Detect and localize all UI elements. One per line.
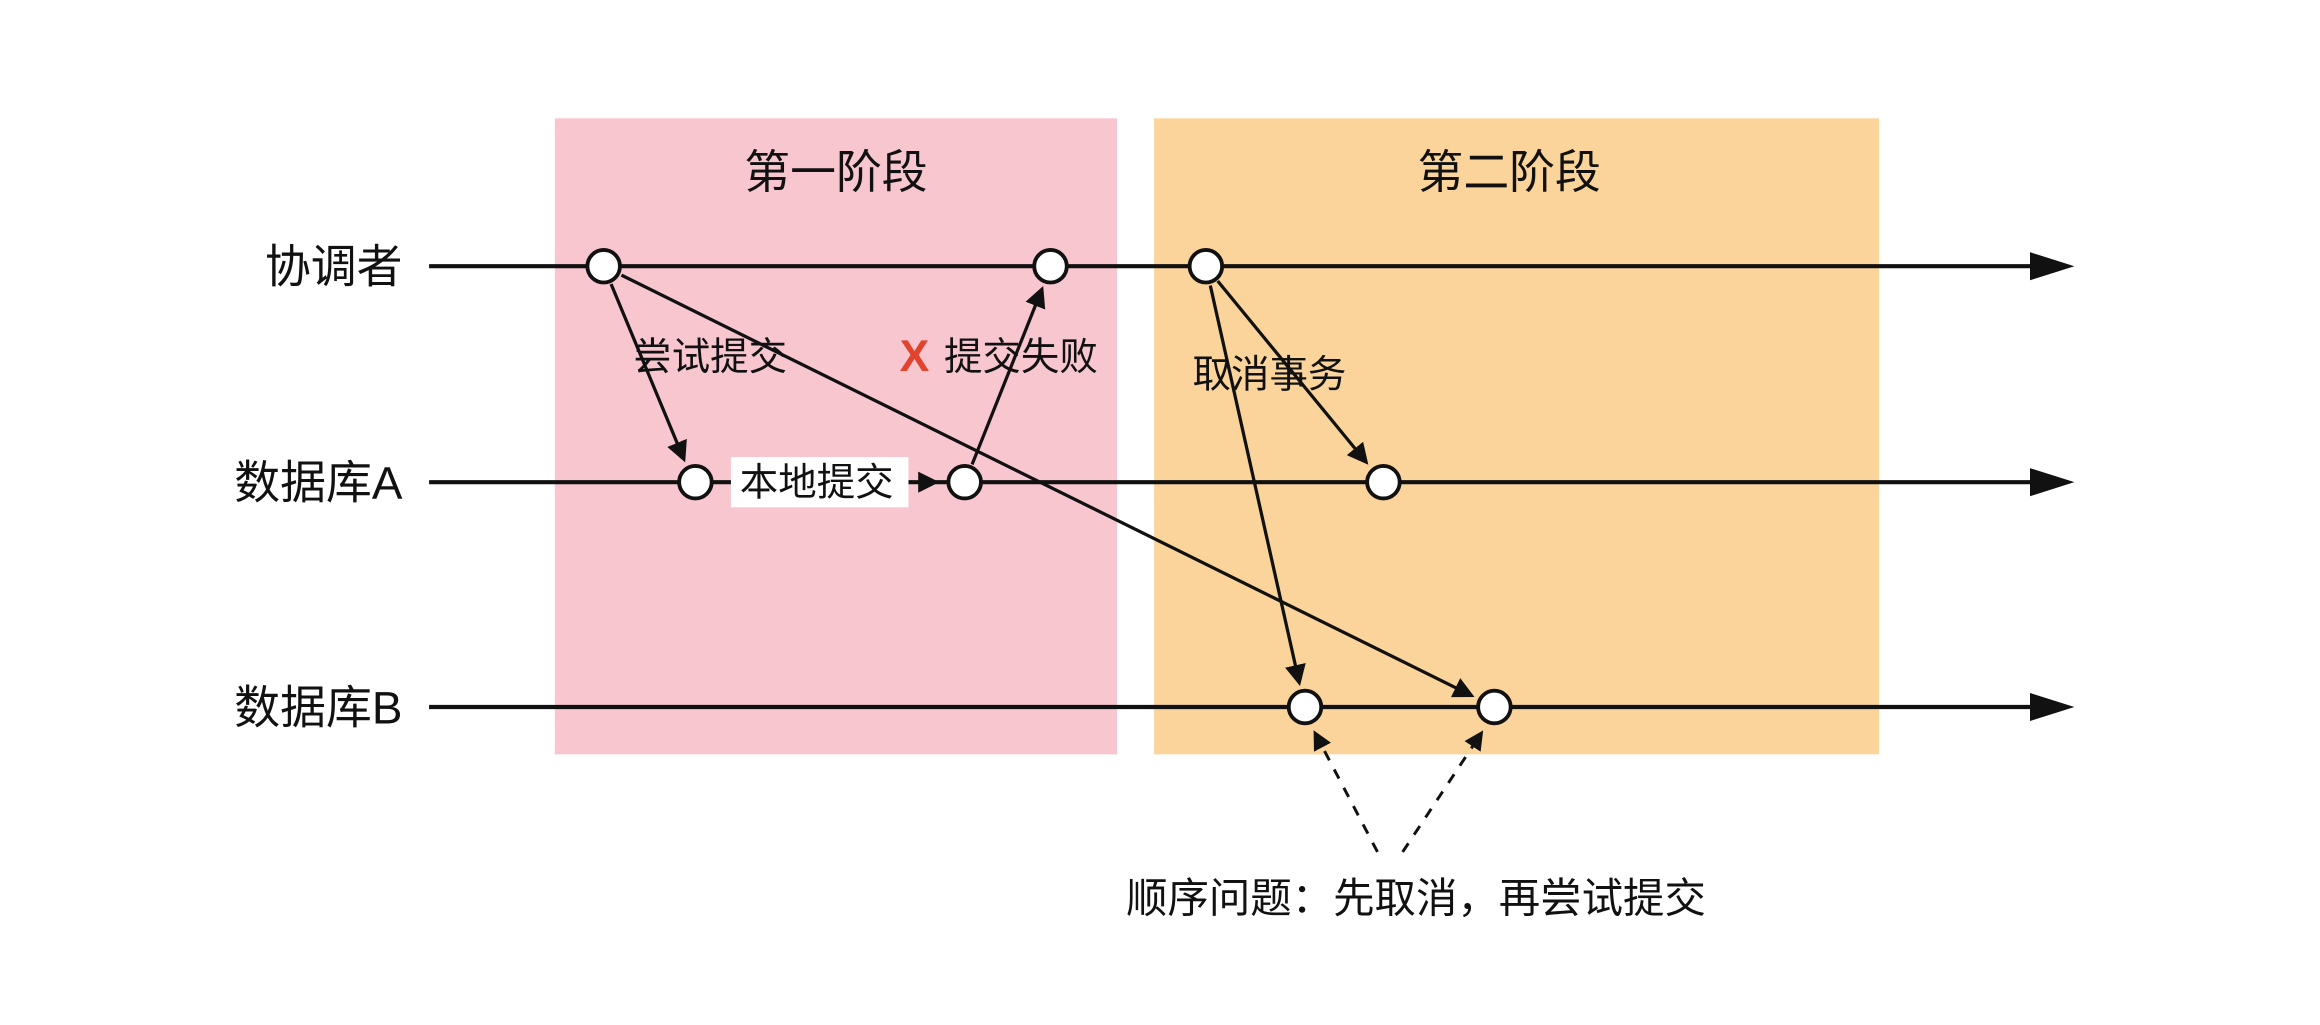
cancel-database-b-arrow bbox=[1208, 285, 1306, 686]
order-problem-note: 顺序问题：先取消，再尝试提交 bbox=[1126, 876, 1706, 922]
database-a-node-3 bbox=[1365, 463, 1402, 501]
phase2-background bbox=[1154, 118, 1880, 755]
try-commit-label: 尝试提交 bbox=[633, 336, 787, 379]
lane-label-database-b: 数据库B bbox=[234, 681, 402, 733]
commit-failed-x-icon: X bbox=[900, 332, 930, 381]
coordinator-node-2 bbox=[1032, 248, 1069, 285]
cancel-transaction-label: 取消事务 bbox=[1193, 354, 1347, 397]
local-commit-label: 本地提交 bbox=[740, 461, 894, 504]
phase1-background bbox=[554, 118, 1118, 755]
commit-failed-label: 提交失败 bbox=[944, 336, 1098, 379]
phase2-title: 第二阶段 bbox=[1417, 146, 1600, 198]
timeline-database-b-arrowhead-icon bbox=[2030, 692, 2075, 722]
note-pointer-right-dashed-arrow bbox=[1401, 730, 1484, 853]
database-a-node-2 bbox=[946, 463, 983, 501]
timeline-database-a-arrowhead-icon bbox=[2030, 468, 2075, 497]
cancel-database-a-arrow bbox=[1216, 279, 1369, 465]
database-b-node-1 bbox=[1286, 688, 1324, 726]
database-a-node-1 bbox=[677, 463, 714, 501]
lane-label-coordinator: 协调者 bbox=[265, 241, 403, 293]
commit-failed-arrow bbox=[970, 285, 1046, 466]
database-b-node-2 bbox=[1476, 688, 1513, 726]
timeline-coordinator-arrowhead-icon bbox=[2030, 252, 2075, 281]
lane-label-database-a: 数据库A bbox=[234, 456, 403, 508]
late-try-commit-arrow bbox=[620, 273, 1475, 698]
phase1-title: 第一阶段 bbox=[744, 146, 927, 198]
local-commit-label-background bbox=[730, 457, 909, 508]
coordinator-node-1 bbox=[585, 248, 622, 285]
note-pointer-left-dashed-arrow bbox=[1313, 730, 1379, 853]
coordinator-node-3 bbox=[1187, 248, 1225, 285]
try-commit-arrow bbox=[609, 283, 687, 463]
